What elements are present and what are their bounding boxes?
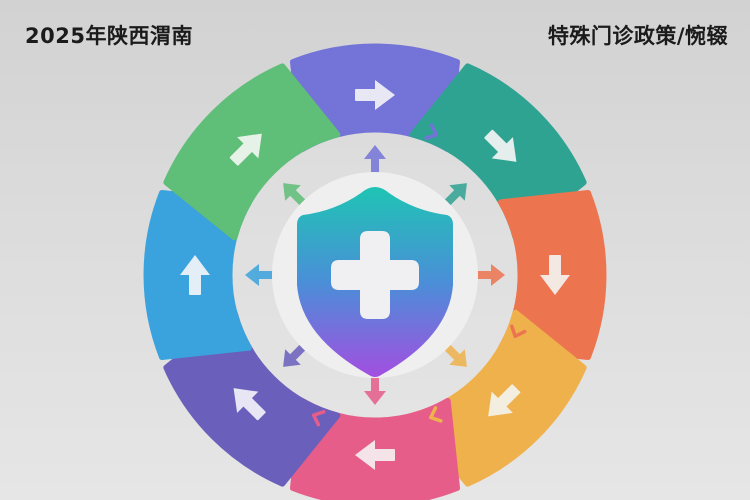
page-title-left: 2025年陕西渭南: [25, 24, 193, 48]
page-title-right: 特殊门诊政策/惋辍: [547, 24, 728, 48]
medical-cross-icon: [331, 231, 419, 319]
shield-medical-cross-icon: [297, 187, 453, 377]
